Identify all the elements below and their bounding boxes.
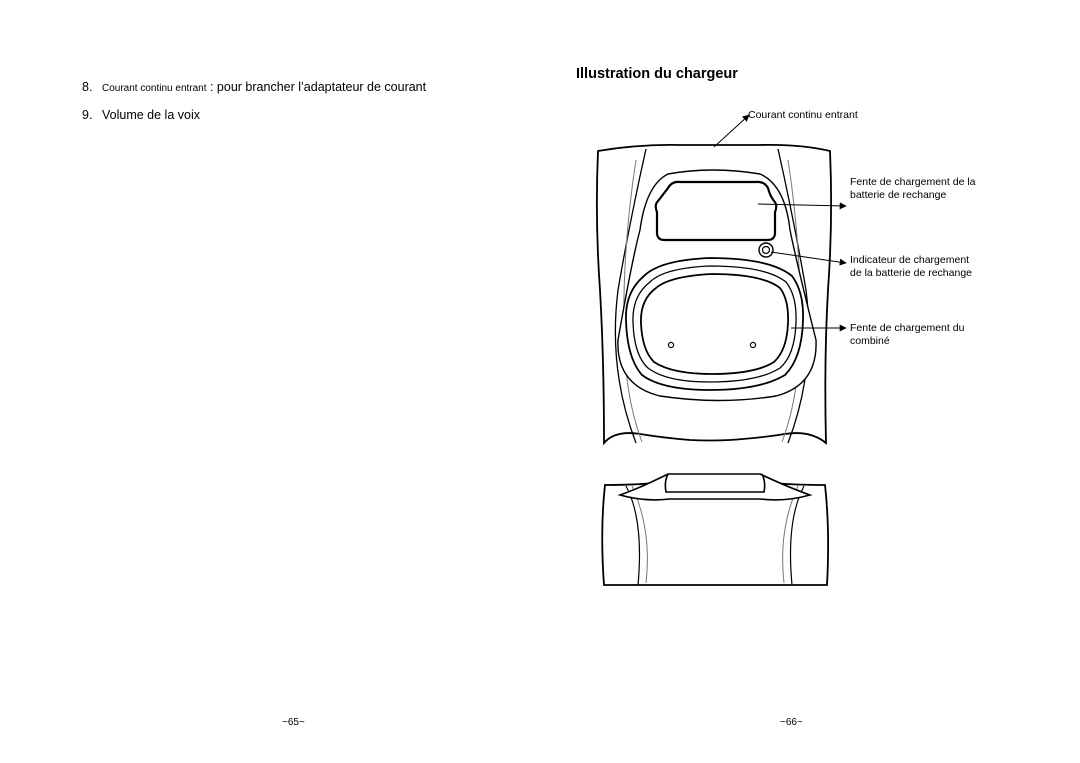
battery-slot	[654, 180, 778, 242]
section-title: Illustration du chargeur	[576, 66, 738, 82]
list-item-9: 9. Volume de la voix	[82, 108, 200, 122]
callout-handset-slot: Fente de chargement du combiné	[850, 322, 965, 347]
callout-battery-slot: Fente de chargement de la batterie de re…	[850, 176, 976, 201]
charging-contact-right	[749, 341, 757, 349]
list-label: Courant continu entrant	[102, 83, 207, 94]
callout-dc-in: Courant continu entrant	[748, 109, 858, 121]
arrow-dc-in	[713, 114, 750, 148]
left-page: 8. Courant continu entrant : pour branche…	[82, 80, 426, 728]
list-item-8: 8. Courant continu entrant : pour branche…	[82, 80, 426, 94]
page-number: ~66~	[780, 717, 803, 728]
handset-slot	[625, 257, 804, 391]
arrow-indicator	[770, 251, 847, 266]
charger-illustration	[595, 114, 847, 586]
callout-battery-indicator: Indicateur de chargement de la batterie …	[850, 254, 973, 279]
charging-contact-left	[667, 341, 675, 349]
list-number: 9.	[82, 108, 93, 122]
list-text: Volume de la voix	[102, 108, 200, 122]
arrow-battery-slot	[757, 202, 847, 210]
page-number: ~65~	[282, 717, 305, 728]
right-page: Illustration du chargeur	[540, 0, 1080, 763]
list-text: : pour brancher l’adaptateur de courant	[206, 80, 427, 94]
list-number: 8.	[82, 80, 93, 94]
